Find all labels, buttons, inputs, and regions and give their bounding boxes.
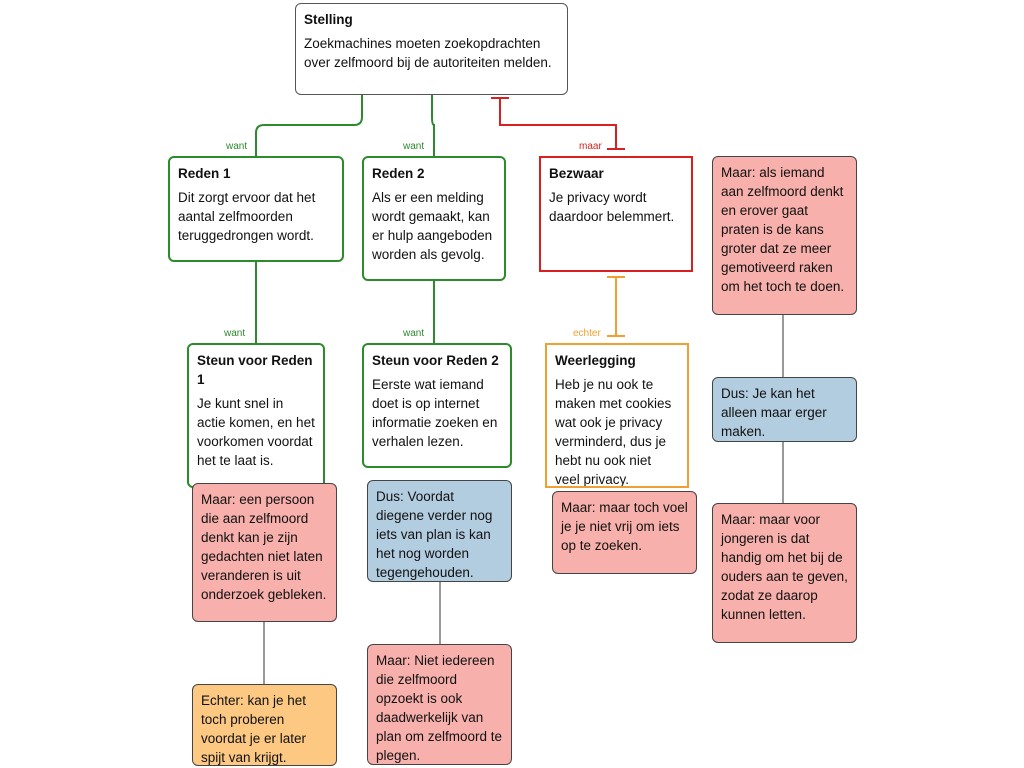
weerlegging-box: Weerlegging Heb je nu ook te maken met c… — [545, 343, 689, 488]
reden2-text: Als er een melding wordt gemaakt, kan er… — [372, 190, 493, 262]
weerlegging-title: Weerlegging — [555, 353, 636, 368]
weerlegging-text: Heb je nu ook te maken met cookies wat o… — [555, 377, 672, 487]
note-text: Echter: kan je het toch proberen voordat… — [201, 693, 307, 765]
note-text: Dus: Je kan het alleen maar erger maken. — [721, 386, 827, 439]
note-maar: Maar: als iemand aan zelfmoord denkt en … — [712, 156, 857, 315]
note-text: Dus: Voordat diegene verder nog iets van… — [376, 489, 493, 580]
reden1-box: Reden 1 Dit zorgt ervoor dat het aantal … — [168, 156, 344, 262]
note-dus: Dus: Voordat diegene verder nog iets van… — [367, 480, 512, 582]
bezwaar-box: Bezwaar Je privacy wordt daardoor belemm… — [539, 156, 693, 272]
connector-want-reden1 — [255, 95, 363, 156]
note-dus: Dus: Je kan het alleen maar erger maken. — [712, 377, 857, 442]
note-text: Maar: als iemand aan zelfmoord denkt en … — [721, 165, 845, 294]
note-text: Maar: maar toch voel je je niet vrij om … — [561, 500, 688, 553]
bezwaar-title: Bezwaar — [549, 166, 604, 181]
reden1-text: Dit zorgt ervoor dat het aantal zelfmoor… — [178, 190, 316, 243]
stelling-text: Zoekmachines moeten zoekopdrachten over … — [304, 36, 552, 70]
label-echter: echter — [573, 328, 601, 339]
note-text: Maar: een persoon die aan zelfmoord denk… — [201, 492, 327, 602]
note-text: Maar: Niet iedereen die zelfmoord opzoek… — [376, 653, 503, 763]
note-text: Maar: maar voor jongeren is dat handig o… — [721, 512, 848, 622]
label-maar: maar — [579, 141, 602, 152]
note-maar: Maar: een persoon die aan zelfmoord denk… — [192, 483, 337, 622]
stelling-box: Stelling Zoekmachines moeten zoekopdrach… — [295, 3, 568, 95]
steun2-title: Steun voor Reden 2 — [372, 353, 499, 368]
label-want: want — [224, 328, 246, 339]
connector-want-reden2 — [431, 95, 435, 156]
label-want: want — [403, 141, 425, 152]
reden2-box: Reden 2 Als er een melding wordt gemaakt… — [362, 156, 506, 281]
steun1-box: Steun voor Reden 1 Je kunt snel in actie… — [187, 343, 325, 488]
label-want: want — [226, 141, 248, 152]
stelling-title: Stelling — [304, 12, 353, 27]
steun2-text: Eerste wat iemand doet is op internet in… — [372, 377, 498, 449]
steun2-box: Steun voor Reden 2 Eerste wat iemand doe… — [362, 343, 512, 468]
note-maar: Maar: Niet iedereen die zelfmoord opzoek… — [367, 644, 512, 765]
note-maar: Maar: maar toch voel je je niet vrij om … — [552, 491, 697, 574]
steun1-title: Steun voor Reden 1 — [197, 353, 313, 387]
reden2-title: Reden 2 — [372, 166, 425, 181]
steun1-text: Je kunt snel in actie komen, en het voor… — [197, 396, 315, 468]
note-echter: Echter: kan je het toch proberen voordat… — [192, 684, 337, 766]
bezwaar-text: Je privacy wordt daardoor belemmert. — [549, 190, 675, 224]
label-want: want — [403, 328, 425, 339]
reden1-title: Reden 1 — [178, 166, 231, 181]
connector-maar-bezwaar — [499, 98, 617, 149]
note-maar: Maar: maar voor jongeren is dat handig o… — [712, 503, 857, 643]
